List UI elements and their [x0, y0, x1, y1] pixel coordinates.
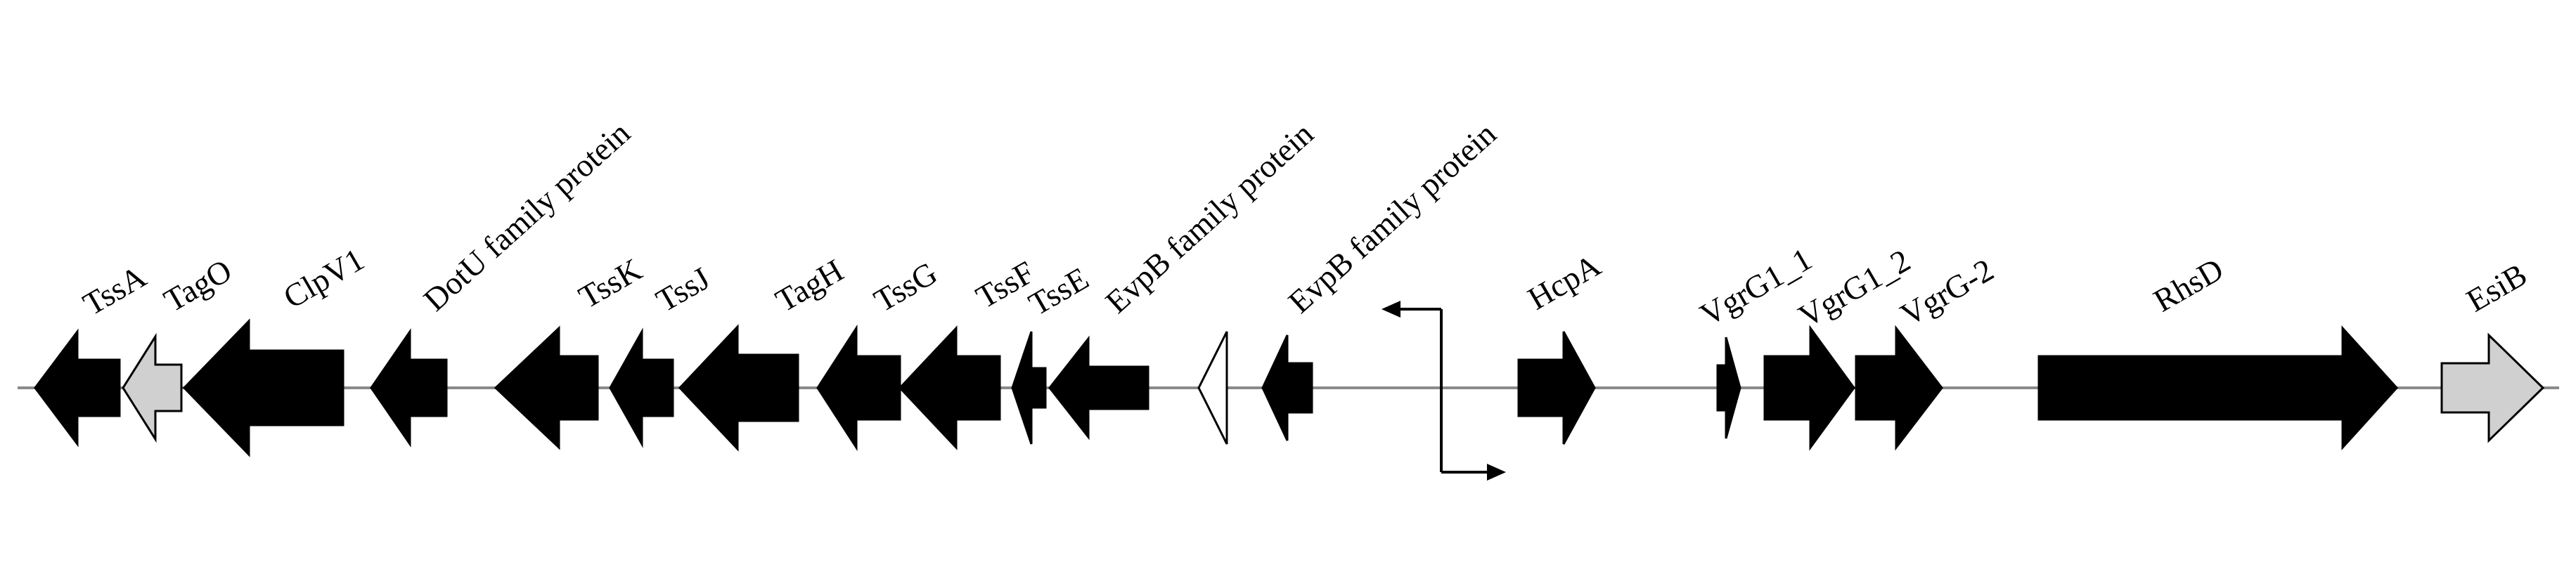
gene-arrow: [898, 325, 1001, 450]
gene-label: ClpV1: [278, 241, 371, 315]
gene-arrow: [122, 332, 183, 443]
gene-arrow: [1261, 334, 1313, 441]
gene-arrow: [2440, 332, 2545, 443]
gene-label: RhsD: [2148, 251, 2229, 319]
gene-arrow: [816, 324, 901, 452]
gene-arrow: [1517, 331, 1596, 445]
gene-arrow: [1197, 331, 1228, 445]
gene-label: VgrG1_2: [1793, 242, 1917, 334]
gene-label: TssG: [868, 255, 944, 319]
gene-label: TagO: [158, 252, 238, 319]
gene-arrow: [1716, 337, 1741, 439]
gene-label: EsiB: [2461, 256, 2533, 319]
gene-arrow: [1855, 325, 1943, 451]
gene-label: TssA: [77, 259, 153, 322]
gene-arrow: [609, 327, 674, 448]
promoter-arrowhead: [1382, 301, 1400, 318]
gene-arrow: [1048, 335, 1149, 441]
bidirectional-promoter-icon: [1382, 301, 1506, 481]
gene-arrow: [2037, 325, 2399, 450]
gene-arrow: [1011, 331, 1047, 445]
gene-label: TssE: [1023, 260, 1095, 322]
promoter-arrowhead: [1487, 464, 1506, 481]
gene-label: TssK: [573, 252, 648, 315]
gene-arrow: [182, 318, 344, 457]
gene-label: HcpA: [1522, 247, 1607, 317]
gene-label: TssJ: [650, 260, 716, 318]
gene-arrow: [678, 324, 799, 452]
gene-label: TssF: [970, 254, 1041, 315]
gene-arrow: [494, 325, 599, 450]
gene-arrow: [370, 328, 448, 448]
gene-arrows: [34, 318, 2545, 457]
gene-label: VgrG1_1: [1694, 241, 1818, 333]
gene-arrow: [34, 328, 121, 448]
gene-arrow: [1763, 325, 1855, 451]
gene-label: TagH: [770, 252, 849, 319]
